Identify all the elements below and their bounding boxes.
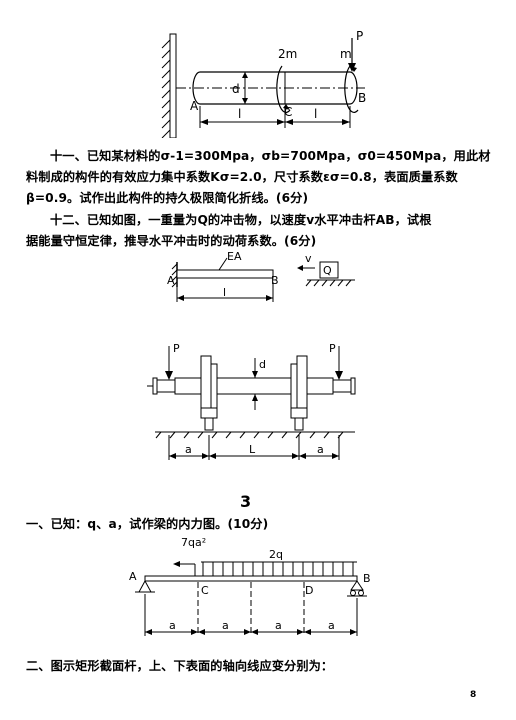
problem-11-line-2: 料制成的构件的有效应力集中系数Kσ=2.0，尺寸系数εσ=0.8，表面质量系数 (26, 170, 458, 184)
wall-hatching (161, 39, 171, 138)
label-a2: a (222, 619, 229, 632)
problem-11-line-3: β=0.9。试作出此构件的持久极限简化折线。(6分) (26, 191, 309, 205)
shaft-body (174, 377, 334, 395)
label-a3: a (275, 619, 282, 632)
figure-beam: 7qa² 2q A B C D a a a a (129, 536, 371, 636)
label-l2: l (314, 107, 317, 121)
wall (169, 33, 177, 138)
moment-m-icon (344, 65, 359, 114)
label-B: B (271, 274, 279, 287)
label-2m: 2m (278, 47, 297, 61)
rod-AB (176, 269, 274, 279)
label-a-left: a (185, 443, 192, 456)
label-d: d (259, 358, 266, 371)
label-l1: l (238, 107, 241, 121)
label-D: D (305, 584, 313, 597)
problem-12: 十二、已知如图，一重量为Q的冲击物，以速度v水平冲击杆AB，试根 据能量守恒定律… (26, 210, 494, 252)
disc-left (200, 355, 212, 417)
label-L: L (249, 443, 256, 456)
page-number: 8 (470, 690, 477, 700)
label-B: B (363, 572, 371, 585)
question-1-text: 一、已知：q、a，试作梁的内力图。(10分) (26, 517, 269, 531)
label-v: v (305, 252, 312, 265)
label-m: m (340, 47, 352, 61)
label-C: C (201, 584, 209, 597)
label-a4: a (328, 619, 335, 632)
beam (144, 575, 358, 582)
label-A: A (167, 274, 175, 287)
problem-12-line-1: 十二、已知如图，一重量为Q的冲击物，以速度v水平冲击杆AB，试根 (50, 213, 432, 227)
question-2-text: 二、图示矩形截面杆，上、下表面的轴向线应变分别为： (26, 659, 334, 673)
figure-cantilever-shaft: d 2m m P A C B l l (161, 29, 366, 138)
label-A: A (190, 99, 199, 113)
problem-11-line-1: 十一、已知某材料的σ-1=300Mpa，σb=700Mpa，σ0=450Mpa，… (50, 149, 491, 163)
problem-12-line-2: 据能量守恒定律，推导水平冲击时的动荷系数。(6分) (26, 234, 317, 248)
label-load: 2q (269, 548, 283, 561)
figure-rod-impact: EA A B l v Q (167, 252, 355, 302)
figure-shaft-supports: P P d a L a (147, 342, 356, 460)
section-number: 3 (240, 492, 252, 511)
label-P-left: P (173, 342, 180, 355)
label-a-right: a (317, 443, 324, 456)
label-d: d (232, 82, 240, 96)
label-B: B (358, 91, 366, 105)
label-l: l (223, 286, 226, 299)
question-1: 一、已知：q、a，试作梁的内力图。(10分) (26, 514, 494, 535)
label-P-right: P (329, 342, 336, 355)
label-EA: EA (227, 252, 242, 263)
label-a1: a (169, 619, 176, 632)
moment-2m-icon (276, 65, 291, 114)
disc-right (296, 355, 308, 417)
impact-block-Q (319, 261, 339, 279)
label-C: C (284, 105, 292, 119)
problem-11: 十一、已知某材料的σ-1=300Mpa，σb=700Mpa，σ0=450Mpa，… (26, 146, 494, 209)
label-Q: Q (323, 264, 332, 277)
label-A: A (129, 570, 137, 583)
label-moment: 7qa² (181, 536, 206, 549)
label-P: P (356, 29, 363, 43)
question-2: 二、图示矩形截面杆，上、下表面的轴向线应变分别为： (26, 656, 494, 677)
